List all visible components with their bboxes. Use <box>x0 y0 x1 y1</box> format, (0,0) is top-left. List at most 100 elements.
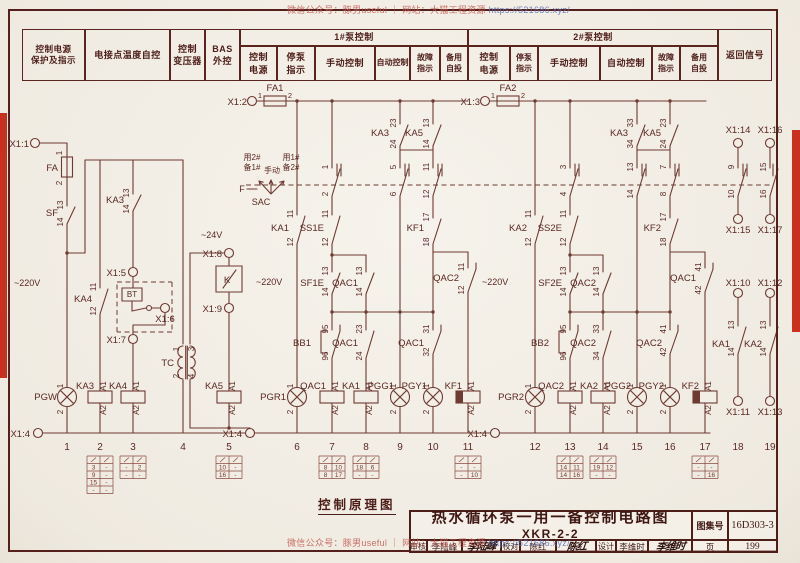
schematic-label: 11 <box>422 162 431 171</box>
schematic-label: SF1E <box>300 278 324 289</box>
schematic-label: SF <box>46 208 58 219</box>
schematic-label: 2 <box>524 409 533 414</box>
schematic-label: 1 <box>626 383 635 388</box>
check-label-cell: 校对 <box>501 540 520 553</box>
junction-dot <box>295 99 299 103</box>
schematic-label: SS2E <box>538 223 562 234</box>
indicator-lamp <box>662 389 678 405</box>
diagram-title-label: 控制原理图 <box>318 494 396 515</box>
header-group-pump1: 1#泵控制 <box>240 29 468 46</box>
schematic-label: 2 <box>172 373 181 378</box>
schematic-label: 9 <box>727 164 736 169</box>
contact-blade <box>132 194 142 212</box>
symbol-path <box>215 265 243 293</box>
checker-signature: 陈红 <box>556 540 596 553</box>
schematic-label: QAC1 <box>332 338 358 349</box>
symbol-path <box>189 345 196 380</box>
page-number-cell: 199 <box>728 540 777 553</box>
schematic-label: 4 <box>559 191 568 196</box>
schematic-label: SAC <box>252 197 271 207</box>
junction-dot <box>668 310 672 314</box>
review-label-cell: 审核 <box>409 540 427 553</box>
schematic-label: FA <box>46 163 58 174</box>
schematic-label: 11 <box>321 209 330 218</box>
time-relay-block <box>456 391 463 403</box>
red-bar-left <box>0 113 7 378</box>
schematic-label: 4 <box>187 373 196 378</box>
ref-table-symbols <box>322 457 342 463</box>
contact-blade <box>534 215 544 245</box>
schematic-label: 13 <box>321 266 330 275</box>
terminal <box>764 395 776 407</box>
schematic-label: 1 <box>389 383 398 388</box>
junction-dot <box>398 310 402 314</box>
ref-table-symbols <box>458 457 478 463</box>
ref-table-value: - <box>697 472 699 479</box>
schematic-label: A1 <box>331 381 340 391</box>
junction-dot <box>330 310 334 314</box>
contact-blade <box>569 330 579 359</box>
contact-blade <box>432 330 442 355</box>
contact-blade <box>365 272 375 295</box>
column-number: 15 <box>631 442 643 453</box>
design-label-cell: 设计 <box>596 540 616 553</box>
ref-table-value: 2 <box>138 464 142 471</box>
column-number: 11 <box>463 442 474 453</box>
schematic-label: 14 <box>122 204 131 213</box>
header-sub-p1-standby: 备用 自投 <box>440 46 468 81</box>
schematic-label: 14 <box>727 347 736 356</box>
header-sub-p1-manual: 手动控制 <box>315 46 375 81</box>
symbol-path <box>121 287 143 302</box>
watermark-top-text: 微信公众号：豚男useful ｜ 网站：大猫工程资源 <box>287 5 489 15</box>
contact-blade <box>569 168 579 197</box>
contact-blade <box>669 330 679 355</box>
schematic-label: A1 <box>603 381 612 391</box>
schematic-label: A2 <box>228 405 237 415</box>
schematic-label: TC <box>161 358 174 369</box>
junction-dot <box>533 99 537 103</box>
schematic-label: 2 <box>389 409 398 414</box>
schematic-label: 13 <box>559 266 568 275</box>
column-number: 12 <box>529 442 541 453</box>
ref-table-value: - <box>710 464 712 471</box>
terminal <box>29 137 41 149</box>
relay-coil <box>590 390 616 404</box>
contact-blade <box>669 124 679 147</box>
schematic-label: 用2# <box>244 153 261 162</box>
schematic-label: A2 <box>331 405 340 415</box>
terminal <box>127 333 139 345</box>
schematic-label: X1:6 <box>155 314 175 325</box>
schematic-label: 14 <box>355 287 364 296</box>
ref-table-value: 3 <box>92 464 96 471</box>
terminal <box>764 287 776 299</box>
schematic-label: KA5 <box>643 128 661 139</box>
terminal <box>159 302 171 314</box>
schematic-label: 12 <box>89 306 98 315</box>
schematic-label: 5 <box>389 164 398 169</box>
schematic-label: 1 <box>286 383 295 388</box>
schematic-label: ~220V <box>256 277 282 287</box>
contact-blade <box>331 272 341 295</box>
schematic-label: 13 <box>759 320 768 329</box>
ref-table-value: 18 <box>356 464 364 471</box>
watermark-bottom-text: 微信公众号：豚男useful ｜ 网站：大猫工程资源 <box>287 538 489 548</box>
schematic-label: QAC1 <box>398 338 424 349</box>
contact-blade <box>331 168 341 197</box>
column-number: 9 <box>397 442 403 453</box>
column-number: 3 <box>130 442 136 453</box>
schematic-label: FA1 <box>267 83 284 94</box>
terminal <box>764 137 776 149</box>
contact-blade <box>432 124 442 147</box>
schematic-label: X1:4 <box>222 429 242 440</box>
schematic-label: 23 <box>355 324 364 333</box>
contact-blade <box>569 215 579 245</box>
schematic-label: ~220V <box>482 277 508 287</box>
ref-table-value: - <box>595 472 597 479</box>
contact-blade <box>602 272 612 295</box>
schematic-label: KA2 <box>580 381 598 392</box>
schematic-label: 24 <box>389 139 398 148</box>
symbol-path <box>258 179 285 195</box>
schematic-label: X1:9 <box>202 304 222 315</box>
schematic-label: 2 <box>321 191 330 196</box>
